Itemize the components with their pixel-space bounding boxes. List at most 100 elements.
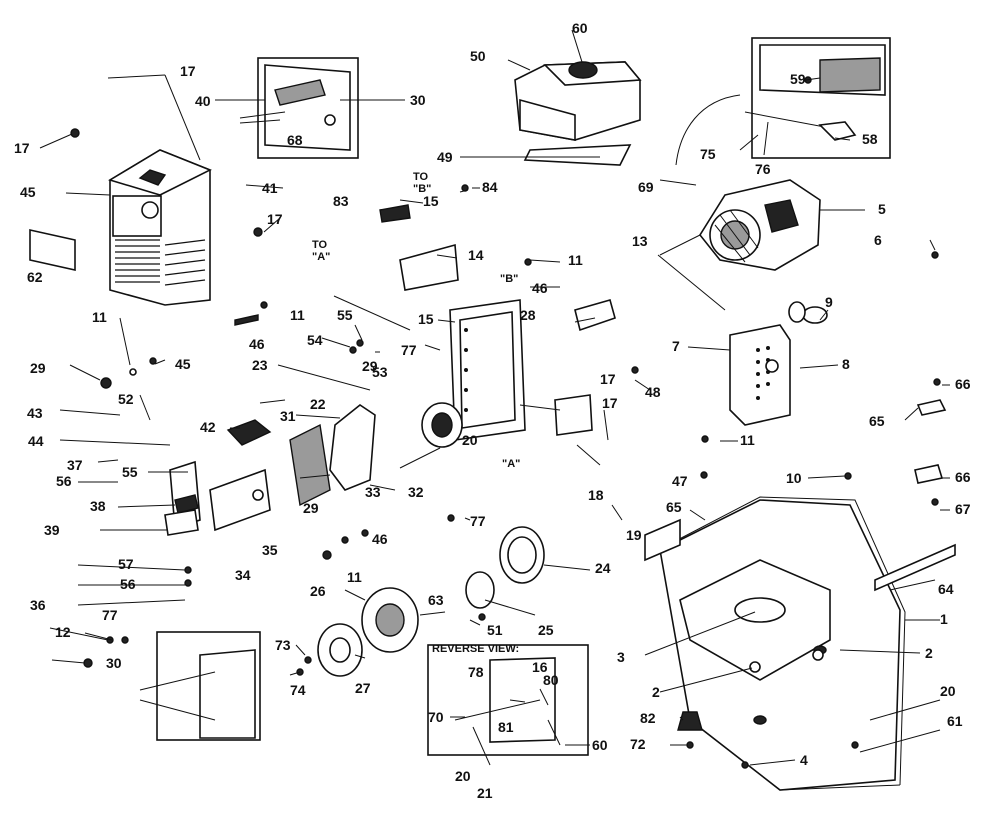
callout: 7	[672, 338, 680, 354]
foot-81	[677, 711, 703, 731]
fuel-tank	[514, 61, 642, 166]
callout: 6	[874, 232, 882, 248]
label-61	[29, 229, 76, 271]
callout: 36	[30, 597, 46, 613]
callout: 38	[90, 498, 106, 514]
callout: 81	[498, 719, 514, 735]
callout: 14	[468, 247, 484, 263]
callout: 78	[468, 664, 484, 680]
callout: 15	[423, 193, 439, 209]
callout: 31	[280, 408, 296, 424]
callout: 67	[955, 501, 971, 517]
callout: 75	[700, 146, 716, 162]
note-ref-b: "B"	[500, 273, 518, 285]
callout: 3	[617, 649, 625, 665]
leader-lines	[39, 29, 950, 766]
callout: 63	[428, 592, 444, 608]
bracket-65a	[916, 399, 947, 416]
fasteners	[70, 76, 941, 769]
callout: 77	[470, 513, 486, 529]
callout: 68	[287, 132, 303, 148]
muffler-inset	[675, 37, 891, 166]
callout: 56	[56, 473, 72, 489]
callout: 58	[862, 131, 878, 147]
callout: 24	[595, 560, 611, 576]
callout: 1	[940, 611, 948, 627]
note-ref-a: "A"	[502, 458, 520, 470]
callout: 61	[947, 713, 963, 729]
frame	[659, 496, 906, 791]
callout: 30	[410, 92, 426, 108]
callout: 23	[252, 357, 268, 373]
callout: 11	[290, 307, 305, 323]
part-38	[164, 509, 199, 536]
rotor-stator	[317, 402, 545, 677]
callout: 60	[592, 737, 608, 753]
callout: 17	[267, 211, 283, 227]
note-to-a: TO"A"	[312, 239, 330, 263]
callout: 77	[401, 342, 417, 358]
part-37	[174, 494, 199, 514]
callout: 34	[235, 567, 251, 583]
callout: 53	[372, 364, 388, 380]
callout: 35	[262, 542, 278, 558]
callout: 55	[122, 464, 138, 480]
callout: 11	[740, 432, 755, 448]
callout: 29	[362, 358, 378, 374]
callout: 41	[262, 180, 278, 196]
callout: 43	[27, 405, 43, 421]
callout: 52	[118, 391, 134, 407]
callout: 83	[333, 193, 349, 209]
callout: 17	[14, 140, 30, 156]
callout: 77	[102, 607, 118, 623]
callout: 21	[477, 785, 493, 801]
front-panel	[449, 299, 526, 441]
callout: 56	[120, 576, 136, 592]
callout: 29	[303, 500, 319, 516]
callout: 2	[652, 684, 660, 700]
callout: 74	[290, 682, 306, 698]
callout: 60	[572, 20, 588, 36]
callout: 39	[44, 522, 60, 538]
callout: 20	[940, 683, 956, 699]
callout: 76	[755, 161, 771, 177]
callout: 26	[310, 583, 326, 599]
callout: 73	[275, 637, 291, 653]
callout: 4	[800, 752, 808, 768]
control-panel-housing	[108, 149, 212, 306]
callout: 18	[588, 487, 604, 503]
callout: 84	[482, 179, 498, 195]
callout: 66	[955, 376, 971, 392]
callout: 72	[630, 736, 646, 752]
engine	[659, 179, 821, 271]
callout: 55	[337, 307, 353, 323]
callout: 9	[825, 294, 833, 310]
rail-64	[644, 518, 681, 562]
callout: 65	[869, 413, 885, 429]
bracket-33	[209, 468, 271, 532]
callout: 33	[365, 484, 381, 500]
callout: 70	[428, 709, 444, 725]
callout: 49	[437, 149, 453, 165]
callout: 47	[672, 473, 688, 489]
callout: 45	[20, 184, 36, 200]
callout: 80	[543, 672, 559, 688]
callout: 32	[408, 484, 424, 500]
callout: 11	[568, 252, 583, 268]
notes: REVERSE VIEW: TO"A" TO"B" "A" "B"	[312, 171, 520, 655]
callout: 37	[67, 457, 83, 473]
callout: 29	[30, 360, 46, 376]
callout: 59	[790, 71, 806, 87]
callout: 19	[626, 527, 642, 543]
callout: 82	[640, 710, 656, 726]
callout: 66	[955, 469, 971, 485]
callout: 11	[92, 309, 107, 325]
reverse-view-inset	[427, 644, 589, 756]
callout: 22	[310, 396, 326, 412]
outlet-41	[226, 419, 272, 446]
callout: 28	[520, 307, 536, 323]
callout: 20	[462, 432, 478, 448]
callout: 64	[938, 581, 954, 597]
callout: 46	[372, 531, 388, 547]
callout: 27	[355, 680, 371, 696]
